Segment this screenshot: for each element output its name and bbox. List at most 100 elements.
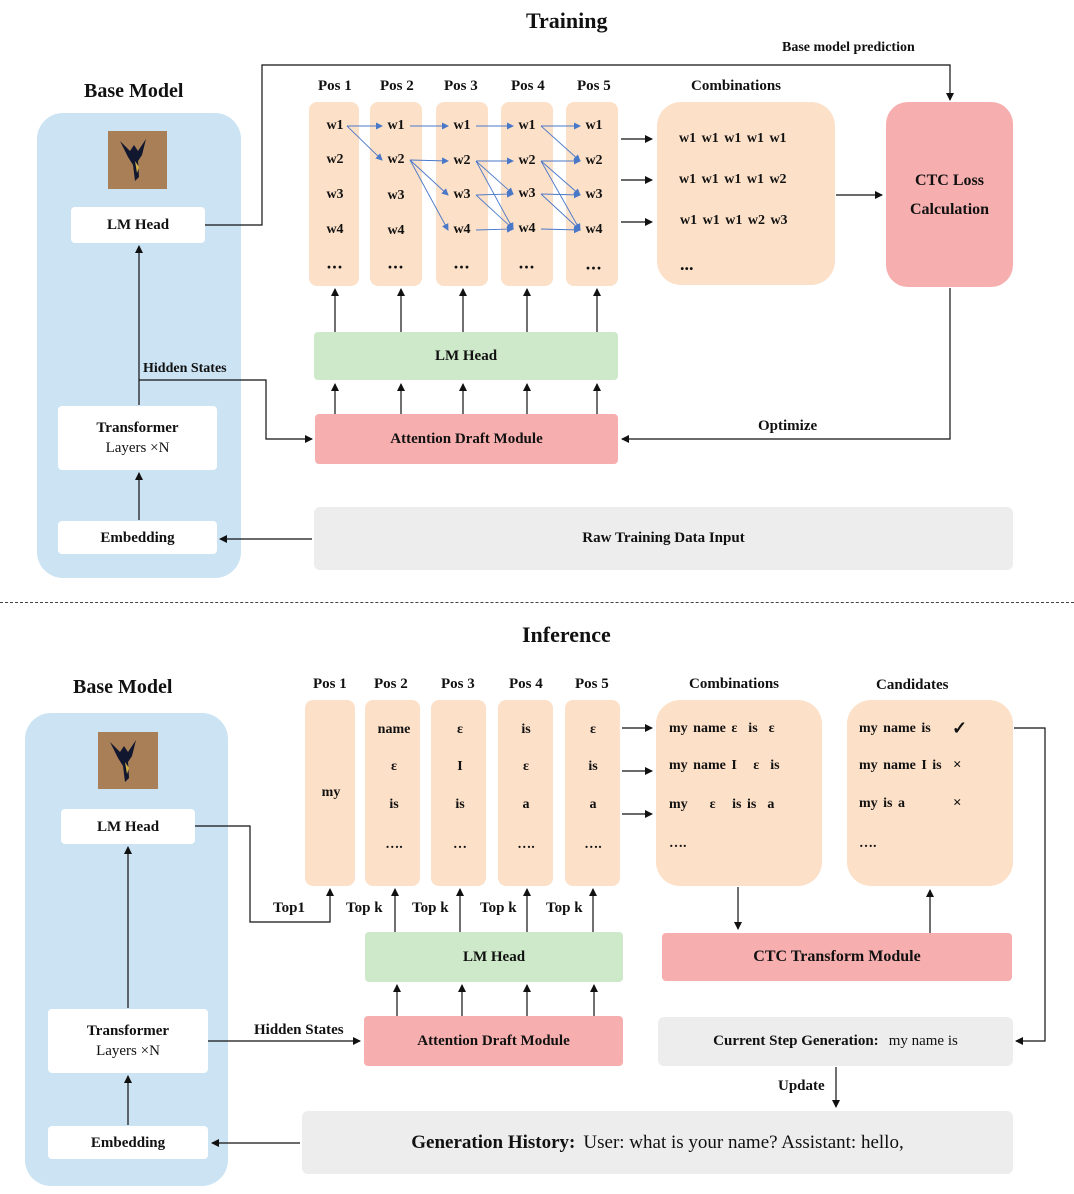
candidates-box bbox=[847, 700, 1013, 886]
training-combinations-box bbox=[657, 102, 835, 285]
training-combination-3: w1 w1 w1 w2 w3 bbox=[680, 213, 788, 228]
i-c2-r1: name bbox=[377, 722, 411, 737]
candidate-2: my name I is bbox=[859, 758, 942, 773]
base-model-prediction-label: Base model prediction bbox=[782, 40, 915, 55]
training-attention-draft-module: Attention Draft Module bbox=[315, 414, 618, 464]
training-combinations-title: Combinations bbox=[691, 78, 782, 94]
inference-pos-2: Pos 2 bbox=[374, 676, 408, 692]
inference-column-1 bbox=[305, 700, 355, 886]
t-c5-r5: ... bbox=[585, 253, 603, 274]
t-c3-r1: w1 bbox=[453, 118, 471, 133]
inference-transformer-layers: Transformer Layers ×N bbox=[48, 1009, 208, 1073]
t-c3-r4: w4 bbox=[453, 222, 471, 237]
inference-combination-2: my name I ε is bbox=[669, 758, 780, 773]
i-c5-r4: …. bbox=[584, 837, 602, 852]
inference-combination-4: …. bbox=[669, 836, 687, 851]
topk-label-5: Top k bbox=[546, 900, 583, 916]
ctc-loss-calculation: CTC Loss Calculation bbox=[886, 102, 1013, 287]
current-step-generation: Current Step Generation: my name is bbox=[658, 1017, 1013, 1066]
inference-pos-3: Pos 3 bbox=[441, 676, 475, 692]
t-c4-r2: w2 bbox=[518, 153, 536, 168]
training-pos-3: Pos 3 bbox=[444, 78, 478, 94]
inference-base-model-title: Base Model bbox=[73, 676, 173, 698]
inference-base-model-panel bbox=[25, 713, 228, 1186]
current-step-value: my name is bbox=[888, 1033, 958, 1049]
i-c4-r3: a bbox=[522, 797, 530, 812]
inference-transformer-line1: Transformer bbox=[86, 1023, 170, 1039]
inference-combination-1: my name ε is ε bbox=[669, 721, 775, 736]
generation-history-label: Generation History: bbox=[411, 1131, 576, 1153]
inference-title: Inference bbox=[522, 622, 611, 647]
ctc-loss-line1: CTC Loss bbox=[915, 171, 984, 189]
raw-training-data-label: Raw Training Data Input bbox=[582, 530, 745, 546]
inference-attention-draft-module: Attention Draft Module bbox=[364, 1016, 623, 1066]
i-c3-r3: is bbox=[455, 797, 465, 812]
check-icon: ✓ bbox=[952, 718, 968, 738]
training-combination-1: w1 w1 w1 w1 w1 bbox=[679, 131, 787, 146]
training-title: Training bbox=[526, 8, 608, 33]
cross-icon: × bbox=[953, 757, 962, 773]
training-column-2 bbox=[370, 102, 422, 286]
t-c2-r4: w4 bbox=[387, 223, 405, 238]
inference-draft-lm-head: LM Head bbox=[365, 932, 623, 982]
candidate-3: my is a bbox=[859, 796, 905, 811]
t-c2-r5: ... bbox=[387, 252, 405, 273]
inference-pos-5: Pos 5 bbox=[575, 676, 609, 692]
inference-transformer-line2: Layers ×N bbox=[96, 1043, 160, 1059]
ctc-transform-module: CTC Transform Module bbox=[662, 933, 1012, 981]
generation-history-value: User: what is your name? Assistant: hell… bbox=[583, 1131, 904, 1153]
training-pos-4: Pos 4 bbox=[511, 78, 545, 94]
cross-icon: × bbox=[953, 795, 962, 811]
t-c3-r5: ... bbox=[453, 252, 471, 273]
t-c1-r1: w1 bbox=[326, 118, 344, 133]
inference-combinations-box bbox=[656, 700, 822, 886]
t-c4-r1: w1 bbox=[518, 118, 536, 133]
t-c2-r3: w3 bbox=[387, 188, 405, 203]
inference-lm-head: LM Head bbox=[61, 809, 195, 844]
t-c4-r3: w3 bbox=[518, 186, 536, 201]
i-c2-r4: …. bbox=[385, 837, 403, 852]
i-c5-r1: ε bbox=[590, 722, 596, 737]
candidate-1: my name is bbox=[859, 721, 931, 736]
i-c3-r4: … bbox=[453, 837, 467, 852]
i-c2-r2: ε bbox=[391, 759, 397, 774]
i-c3-r2: I bbox=[457, 759, 463, 774]
i-c3-r1: ε bbox=[457, 722, 463, 737]
optimize-label: Optimize bbox=[758, 418, 818, 434]
inference-combinations-title: Combinations bbox=[689, 676, 780, 692]
i-c4-r2: ε bbox=[523, 759, 529, 774]
t-c5-r1: w1 bbox=[585, 118, 603, 133]
inference-column-4 bbox=[498, 700, 553, 886]
t-c2-r1: w1 bbox=[387, 118, 405, 133]
ctc-loss-line2: Calculation bbox=[909, 200, 990, 218]
training-pos-2: Pos 2 bbox=[380, 78, 414, 94]
t-c1-r4: w4 bbox=[326, 222, 344, 237]
topk-label-3: Top k bbox=[412, 900, 449, 916]
training-embedding: Embedding bbox=[58, 521, 217, 554]
inference-column-2 bbox=[365, 700, 420, 886]
inference-pos-4: Pos 4 bbox=[509, 676, 543, 692]
inference-hidden-states-label: Hidden States bbox=[254, 1022, 344, 1038]
t-c1-r5: ... bbox=[326, 252, 344, 273]
t-c1-r2: w2 bbox=[326, 152, 344, 167]
t-c4-r4: w4 bbox=[518, 221, 536, 236]
training-combination-4: ... bbox=[680, 254, 694, 274]
i-c4-r4: …. bbox=[517, 837, 535, 852]
training-pos-5: Pos 5 bbox=[577, 78, 611, 94]
t-c3-r2: w2 bbox=[453, 153, 471, 168]
training-transformer-line1: Transformer bbox=[96, 420, 179, 436]
inference-embedding: Embedding bbox=[48, 1126, 208, 1159]
training-transformer-layers: Transformer Layers ×N bbox=[58, 406, 217, 470]
t-c5-r4: w4 bbox=[585, 222, 603, 237]
i-c5-r3: a bbox=[589, 797, 597, 812]
current-step-label: Current Step Generation: bbox=[713, 1033, 879, 1049]
top1-label: Top1 bbox=[273, 900, 305, 916]
update-label: Update bbox=[778, 1078, 825, 1094]
t-c4-r5: ... bbox=[518, 252, 536, 273]
i-c1-value: my bbox=[321, 785, 341, 800]
t-c5-r3: w3 bbox=[585, 187, 603, 202]
topk-label-2: Top k bbox=[346, 900, 383, 916]
section-divider bbox=[0, 602, 1074, 603]
inference-pos-1: Pos 1 bbox=[313, 676, 347, 692]
